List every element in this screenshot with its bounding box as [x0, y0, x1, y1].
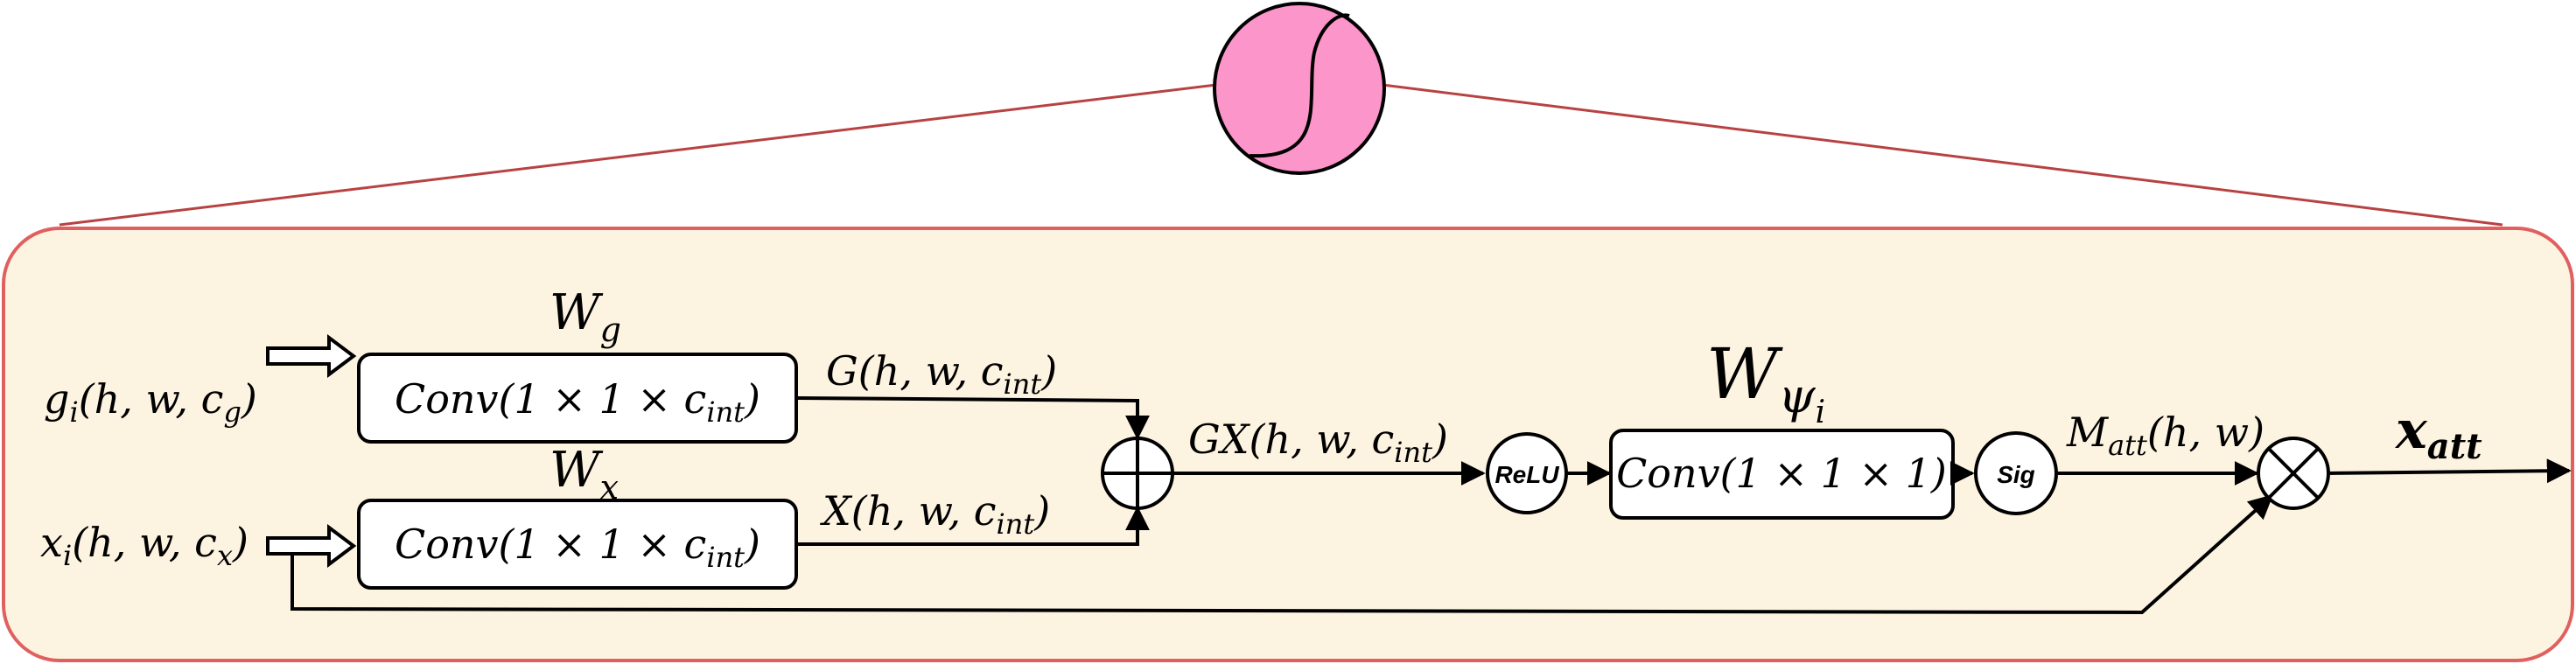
- x-to-add-edge: [798, 506, 1150, 546]
- relu-label: ReLU: [1494, 461, 1559, 488]
- x-output-label: X(h, w, cint): [820, 487, 1050, 541]
- circle-plus-icon: [1101, 437, 1174, 510]
- conv-x-block: Conv(1 × 1 × cint): [357, 499, 798, 590]
- input-g-label: gi(h, w, cg): [44, 375, 257, 429]
- skip-to-mult-edge: [290, 494, 2274, 615]
- conv-psi-block: Conv(1 × 1 × 1): [1609, 429, 1955, 520]
- input-x-arrow: [266, 524, 357, 568]
- output-edge: [2328, 458, 2572, 484]
- circle-times-icon: [2257, 437, 2330, 510]
- sig-label: Sig: [1997, 461, 2035, 488]
- input-x-label: xi(h, w, cx): [40, 519, 248, 572]
- m-att-label: Matt(h, w): [2066, 409, 2264, 462]
- g-to-add-edge: [797, 396, 1150, 440]
- relu-node: ReLU: [1486, 432, 1568, 514]
- sigmoid-curve-icon: [1213, 2, 1386, 175]
- fan-line-left: [59, 83, 1217, 227]
- conv-g-label: Conv(1 × 1 × cint): [395, 375, 760, 429]
- fan-line-right: [1382, 83, 2503, 227]
- input-g-arrow: [266, 334, 357, 378]
- conv-g-block: Conv(1 × 1 × cint): [357, 353, 798, 444]
- conv-psi-label: Conv(1 × 1 × 1): [1616, 450, 1947, 497]
- conv-x-label: Conv(1 × 1 × cint): [395, 521, 760, 574]
- sigmoid-node: Sig: [1974, 431, 2058, 515]
